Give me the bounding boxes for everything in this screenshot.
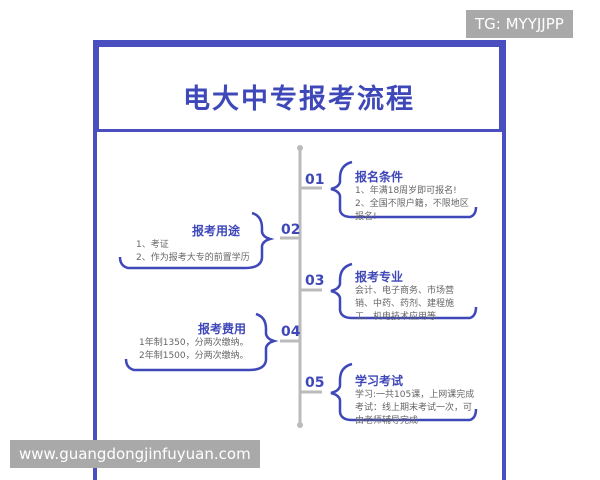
brace-05 [330, 362, 478, 422]
step-line: 2、作为报考大专的前置学历 [136, 253, 250, 263]
step-line: 会计、电子商务、市场营 [355, 286, 455, 296]
step-line: 由老师辅导完成 [355, 416, 419, 426]
brace-03 [330, 262, 478, 320]
step-heading: 学习考试 [355, 374, 404, 388]
step-line: 1、考证 [136, 240, 169, 250]
brace-01 [330, 160, 478, 219]
watermark-bottom: www.guangdongjinfuyuan.com [10, 440, 260, 468]
step-number: 04 [281, 324, 301, 340]
step-number: 05 [305, 375, 325, 391]
step-number: 02 [281, 222, 301, 238]
watermark-top: TG: MYYJJPP [466, 10, 573, 38]
brace-02 [118, 211, 275, 270]
step-line: 1、年满18周岁即可报名! [355, 186, 457, 196]
step-line: 2年制1500，分两次缴纳。 [139, 351, 249, 361]
step-line: 学习:一共105课，上网课完成 [355, 390, 475, 400]
step-heading: 报考专业 [355, 270, 404, 284]
title-box: 电大中专报考流程 [96, 44, 502, 132]
step-heading: 报考用途 [192, 224, 241, 238]
step-line: 2、全国不限户籍，不限地区 [355, 199, 469, 209]
step-line: 销、中药、药剂、建程施 [355, 299, 455, 309]
step-line: 考试：线上期末考试一次，可 [355, 403, 473, 413]
step-number: 01 [305, 172, 325, 188]
step-number: 03 [305, 273, 325, 289]
page-title: 电大中专报考流程 [183, 84, 415, 115]
step-line: 1年制1350，分两次缴纳。 [139, 338, 249, 348]
step-heading: 报考费用 [198, 322, 247, 336]
step-line: 报名! [355, 212, 377, 222]
step-line: 工、机电技术应用等 [355, 312, 437, 322]
step-heading: 报名条件 [355, 170, 404, 184]
brace-04 [124, 312, 279, 372]
